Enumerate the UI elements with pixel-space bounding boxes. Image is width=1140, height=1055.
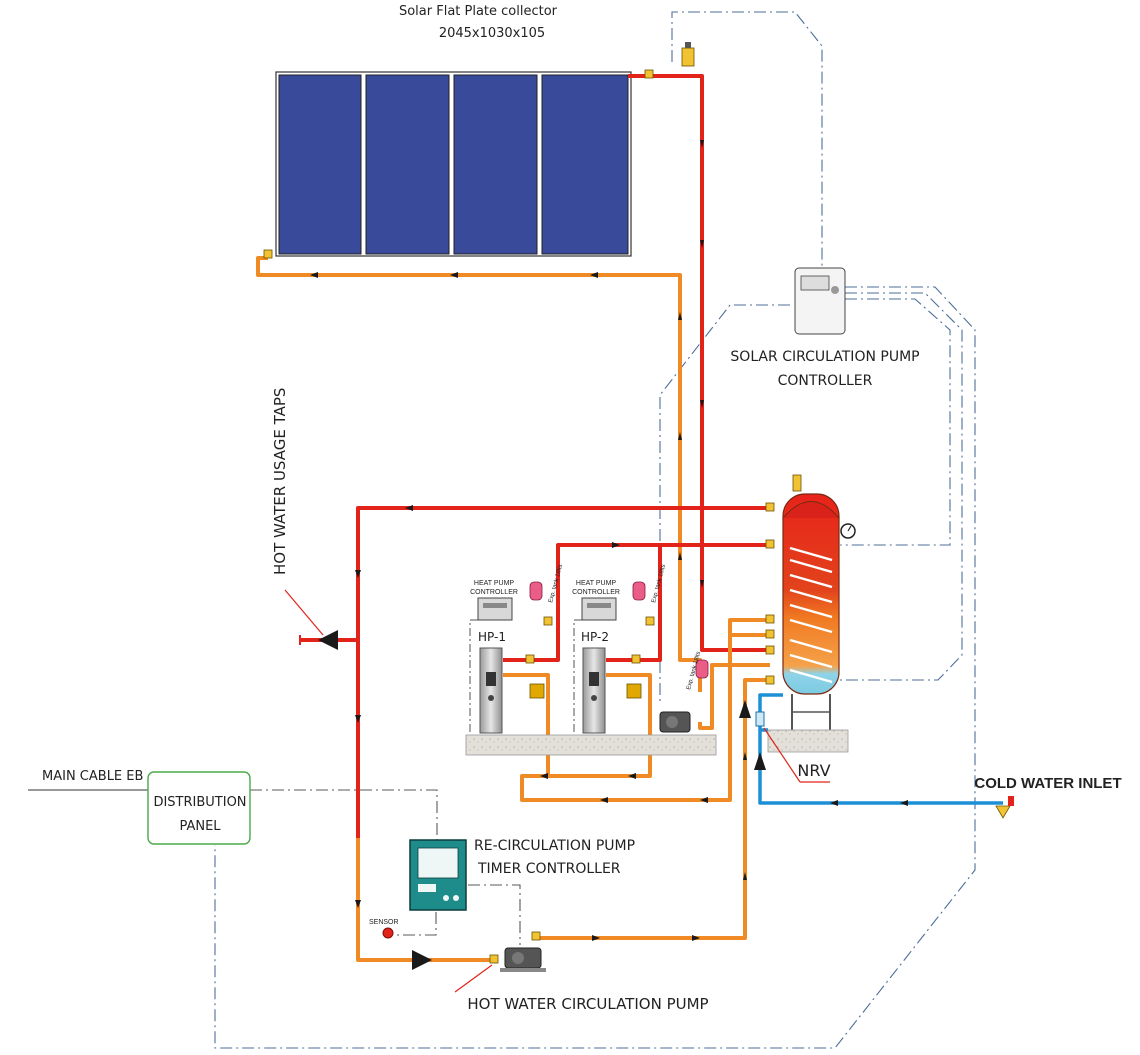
hp2-label: HP-2: [581, 630, 609, 644]
tank-heat-exchanger-coil: [789, 546, 833, 684]
recirc-label-1: RE-CIRCULATION PUMP: [474, 838, 635, 854]
control-wiring: [214, 11, 976, 1049]
collector-title: Solar Flat Plate collector: [399, 4, 558, 19]
nrv-pointer-line: [763, 727, 801, 783]
solar-panel: [541, 74, 629, 255]
hp2-controller-label-1: HEAT PUMP: [576, 580, 617, 587]
distribution-panel: [147, 771, 251, 845]
heat-pump-controller-1: [477, 597, 513, 621]
pump-pointer-line: [454, 964, 493, 993]
supply-direction-arrow: [318, 630, 338, 650]
hp1-controller-label-2: CONTROLLER: [470, 589, 518, 596]
hot-water-pump-label: HOT WATER CIRCULATION PUMP: [467, 995, 708, 1013]
storage-tank: [767, 493, 849, 753]
inlet-direction-arrow: [739, 700, 751, 718]
flow-arrows: [310, 140, 908, 970]
hot-water-taps-label: HOT WATER USAGE TAPS: [271, 388, 289, 575]
main-cable-label: MAIN CABLE EB: [42, 769, 143, 784]
solar-pump-icon: [659, 711, 691, 733]
nrv-valve-icon: [755, 711, 765, 727]
hp1-controller-label-1: HEAT PUMP: [474, 580, 515, 587]
cold-water-inlet-label: COLD WATER INLET: [974, 775, 1121, 792]
distribution-panel-label-2: PANEL: [179, 819, 221, 834]
solar-collector-array: [275, 71, 632, 257]
heat-pump-controller-2: [581, 597, 617, 621]
hot-water-circulation-pump-icon: [500, 947, 546, 972]
sensor-label: SENSOR: [369, 919, 399, 926]
expansion-tank-icon: [529, 581, 709, 679]
sensor-icon: [382, 927, 394, 939]
taps-pointer-line: [284, 589, 324, 636]
cold-inlet-valve-icon: [995, 796, 1014, 819]
hp1-label: HP-1: [478, 630, 506, 644]
solar-panel: [365, 74, 450, 255]
valve-icon: [263, 69, 775, 964]
air-vent-icon: [792, 474, 802, 492]
solar-panel: [453, 74, 538, 255]
pressure-gauge-icon: [840, 523, 856, 539]
recirc-label-2: TIMER CONTROLLER: [477, 861, 621, 877]
collector-air-vent-icon: [681, 42, 695, 67]
heat-pump-1: [479, 647, 503, 734]
heat-pump-plinth: [465, 734, 717, 756]
nrv-label: NRV: [797, 761, 830, 780]
strainer-icon: [529, 683, 642, 699]
solar-controller-label-1: SOLAR CIRCULATION PUMP: [730, 349, 919, 365]
heat-pump-2: [582, 647, 606, 734]
cold-water-pipes: [758, 693, 1003, 805]
collector-size: 2045x1030x105: [439, 26, 545, 41]
nrv-direction-arrow: [754, 752, 766, 770]
hp2-controller-label-2: CONTROLLER: [572, 589, 620, 596]
distribution-panel-label-1: DISTRIBUTION: [153, 795, 246, 810]
solar-panel: [278, 74, 362, 255]
hot-water-supply-pipes: [300, 506, 770, 962]
recirculation-timer-controller: [409, 839, 467, 911]
return-direction-arrow: [412, 950, 432, 970]
solar-controller-label-2: CONTROLLER: [778, 373, 873, 389]
solar-circulation-pump-controller: [794, 267, 846, 335]
